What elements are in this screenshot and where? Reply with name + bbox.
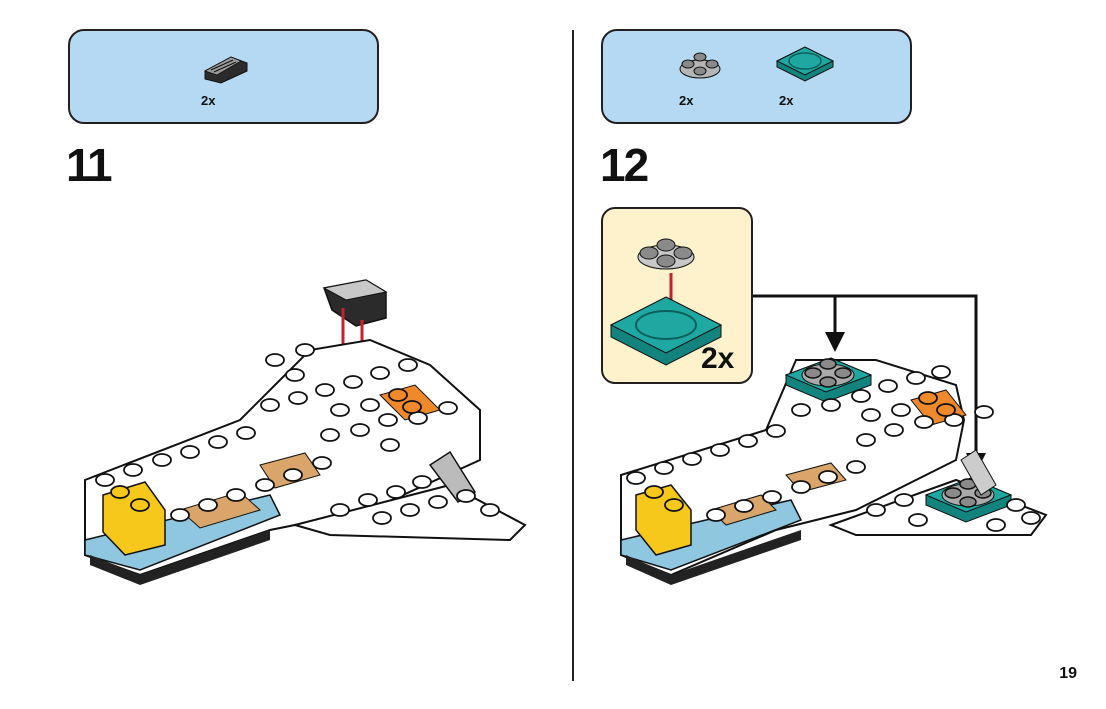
- step-divider: [572, 30, 574, 681]
- step-12-parts-box: 2x 2x: [601, 29, 912, 124]
- sub-assembly-illustration: [609, 238, 723, 366]
- arrow-head: [825, 332, 845, 352]
- slope-piece-falling: [322, 279, 388, 327]
- callout-qty: 2x: [701, 342, 735, 375]
- turntable-part-icon: [775, 46, 835, 82]
- part-qty: 2x: [779, 93, 794, 108]
- step-number-11: 11: [66, 139, 113, 191]
- slope-grille-part-icon: [203, 56, 248, 84]
- part-qty: 2x: [679, 93, 694, 108]
- step-12-model-illustration: [620, 357, 1048, 585]
- step-11-model-illustration: [84, 279, 527, 585]
- part-qty: 2x: [201, 93, 216, 108]
- step-number-12: 12: [600, 139, 649, 191]
- step-11-parts-box: 2x: [68, 29, 379, 124]
- round-plate-part-icon: [679, 52, 721, 79]
- sub-assembly-callout: 2x: [601, 207, 753, 384]
- page-number: 19: [1059, 665, 1077, 682]
